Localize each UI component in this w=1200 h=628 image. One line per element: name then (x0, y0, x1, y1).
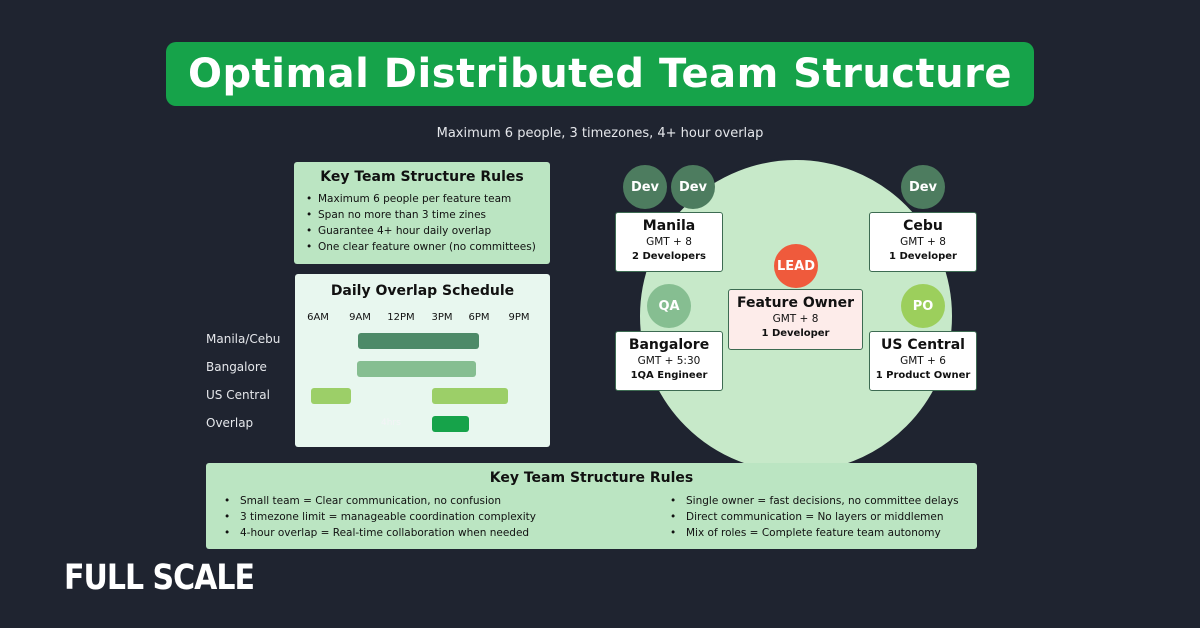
row-label-us-central: US Central (206, 388, 270, 402)
schedule-bar (358, 333, 479, 349)
schedule-bar (431, 388, 509, 404)
dev-badge-icon: Dev (671, 165, 715, 209)
node-cebu: Cebu GMT + 8 1 Developer (869, 212, 977, 272)
rules-heading: Key Team Structure Rules (320, 169, 524, 185)
time-tick: 6AM (307, 312, 329, 323)
time-tick: 3PM (431, 312, 453, 323)
node-name: Manila (642, 218, 696, 234)
node-manila: Manila GMT + 8 2 Developers (615, 212, 723, 272)
schedule-bar (356, 361, 477, 377)
rule-item: Small team = Clear communication, no con… (220, 493, 536, 509)
schedule-heading: Daily Overlap Schedule (330, 283, 515, 299)
node-timezone: GMT + 8 (646, 236, 692, 248)
row-label-bangalore: Bangalore (206, 360, 267, 374)
node-people: 1 Developer (761, 328, 830, 339)
rule-item: One clear feature owner (no committees) (304, 239, 540, 255)
rule-item: Guarantee 4+ hour daily overlap (304, 223, 540, 239)
rules-list-right: Single owner = fast decisions, no commit… (666, 493, 959, 541)
qa-badge-icon: QA (647, 284, 691, 328)
overlap-schedule-panel: Daily Overlap Schedule 6AM 9AM 12PM 3PM … (295, 274, 550, 447)
time-tick: 9AM (349, 312, 371, 323)
po-badge-icon: PO (901, 284, 945, 328)
node-name: Bangalore (628, 337, 710, 353)
node-people: 1 Product Owner (875, 370, 971, 381)
node-timezone: GMT + 8 (772, 313, 819, 325)
node-people: 2 Developers (632, 251, 706, 262)
lead-badge-icon: LEAD (774, 244, 818, 288)
node-people: 1 Developer (889, 251, 957, 262)
page-title: Optimal Distributed Team Structure (188, 51, 1012, 97)
node-name: Cebu (903, 218, 943, 234)
node-people: 1QA Engineer (630, 370, 708, 381)
rule-item: Single owner = fast decisions, no commit… (666, 493, 959, 509)
schedule-bar (311, 388, 352, 404)
node-timezone: GMT + 6 (900, 355, 946, 367)
node-feature-owner: Feature Owner GMT + 8 1 Developer (728, 289, 863, 350)
node-name: Feature Owner (736, 295, 855, 311)
rule-item: 3 timezone limit = manageable coordinati… (220, 509, 536, 525)
rules-panel-top: Key Team Structure Rules Maximum 6 peopl… (294, 162, 550, 264)
row-label-overlap: Overlap (206, 416, 254, 430)
brand-logo: FULL SCALE (64, 558, 255, 599)
rule-item: Span no more than 3 time zines (304, 207, 540, 223)
node-bangalore: Bangalore GMT + 5:30 1QA Engineer (615, 331, 723, 391)
rule-item: Direct communication = No layers or midd… (666, 509, 959, 525)
rules-list-left: Small team = Clear communication, no con… (220, 493, 536, 541)
title-banner: Optimal Distributed Team Structure (166, 42, 1034, 106)
schedule-bar (431, 416, 470, 432)
subtitle: Maximum 6 people, 3 timezones, 4+ hour o… (436, 126, 764, 141)
overlap-duration-label: 4hrs (381, 418, 401, 428)
time-tick: 9PM (508, 312, 530, 323)
rule-item: Maximum 6 people per feature team (304, 191, 540, 207)
dev-badge-icon: Dev (623, 165, 667, 209)
rule-item: Mix of roles = Complete feature team aut… (666, 525, 959, 541)
dev-badge-icon: Dev (901, 165, 945, 209)
time-tick: 6PM (468, 312, 490, 323)
rule-item: 4-hour overlap = Real-time collaboration… (220, 525, 536, 541)
rules-heading: Key Team Structure Rules (489, 470, 694, 486)
rules-panel-bottom: Key Team Structure Rules Small team = Cl… (206, 463, 977, 549)
time-tick: 12PM (387, 312, 415, 323)
row-label-manila-cebu: Manila/Cebu (206, 332, 281, 346)
rules-list: Maximum 6 people per feature team Span n… (304, 191, 540, 255)
node-timezone: GMT + 8 (900, 236, 946, 248)
node-us-central: US Central GMT + 6 1 Product Owner (869, 331, 977, 391)
node-name: US Central (881, 337, 965, 353)
node-timezone: GMT + 5:30 (637, 355, 701, 367)
